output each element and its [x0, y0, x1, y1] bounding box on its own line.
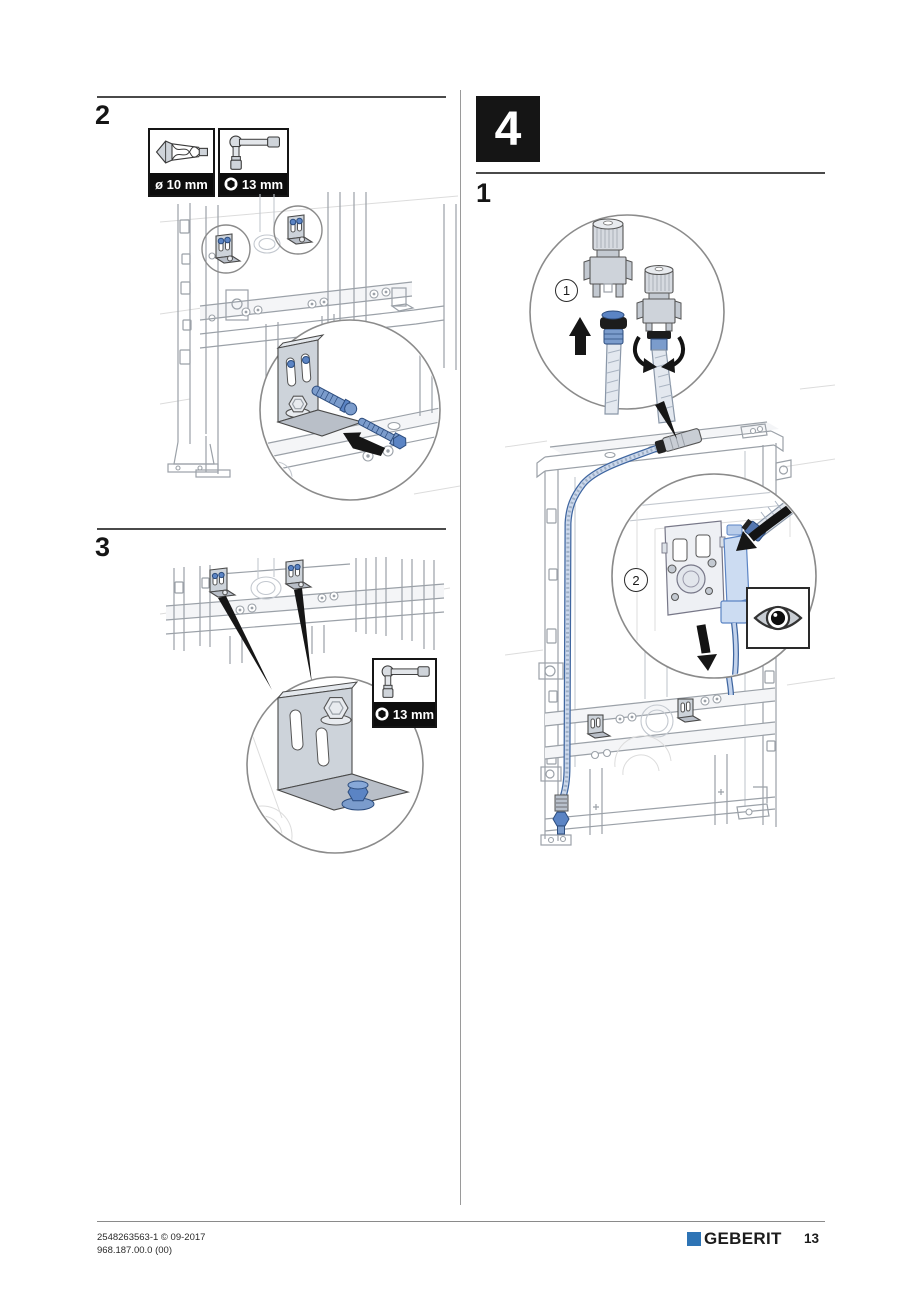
step2-rule: [97, 96, 446, 98]
frame-top-band: [165, 557, 445, 664]
step1-number: 1: [476, 178, 492, 208]
callout-2-number: 2: [632, 572, 640, 588]
footer-doc-line2: 968.187.00.0 (00): [97, 1244, 173, 1256]
socket-size-icon: [224, 177, 238, 191]
page-number: 13: [804, 1231, 820, 1246]
socket-size-icon: [375, 707, 389, 721]
footer-doc-info: 2548263563-1 © 09-2017 968.187.00.0 (00): [97, 1232, 205, 1257]
shutoff-valve-lower: [636, 264, 682, 351]
angle-bracket: [276, 334, 364, 437]
chapter-4-number: 4: [494, 102, 522, 156]
tool-socket-step2-text: 13 mm: [241, 176, 284, 192]
socket-wrench-icon: [374, 660, 435, 702]
shutoff-valve-upper: [583, 218, 633, 298]
socket-wrench-icon: [220, 130, 287, 173]
column-divider: [460, 90, 461, 1205]
hose-with-cap: [600, 310, 627, 415]
brand-name: GEBERIT: [704, 1229, 782, 1248]
tool-socket-box-step3: 13 mm: [372, 658, 437, 728]
tool-drill-label: ø 10 mm: [150, 173, 213, 195]
hose-frame-connector: [654, 428, 703, 454]
brand-square-icon: [687, 1232, 701, 1246]
callout-1-number: 1: [562, 283, 571, 298]
eye-icon: [753, 605, 803, 631]
chapter-4-box: 4: [476, 96, 540, 162]
observe-box: [746, 587, 810, 649]
detail-circle-step2: [259, 319, 441, 501]
footer-rule: [97, 1221, 825, 1222]
pointer-wedge-right: [294, 588, 312, 684]
callout-1: 1: [555, 279, 578, 302]
pointer-wedge-left: [218, 596, 272, 690]
wall-tile-lines: [505, 384, 835, 686]
brand-logo: GEBERIT: [687, 1229, 782, 1249]
step3-number: 3: [95, 532, 111, 562]
step3-rule: [97, 528, 446, 530]
tool-socket-step3-text: 13 mm: [392, 706, 435, 722]
highlight-circle-right-bracket: [273, 205, 323, 255]
route-down-arrow-icon: [696, 624, 717, 671]
hex-screw-blue-2: [357, 417, 407, 450]
cistern-inlet-assembly: [661, 520, 750, 676]
frame-bracket-left: [586, 714, 612, 739]
wall-bracket-left: [208, 567, 237, 598]
insert-arrow-icon: [343, 432, 386, 456]
figure-step2-install-frame: [160, 192, 460, 501]
chapter4-rule: [476, 172, 825, 174]
anchor-screw-blue-1: [311, 385, 358, 416]
footer-doc-line1: 2548263563-1 © 09-2017: [97, 1232, 206, 1243]
tool-drill-text: ø 10 mm: [155, 176, 208, 192]
pointer-wedge: [655, 401, 677, 439]
drill-bit-icon: [150, 130, 213, 173]
tool-socket-step2-label: 13 mm: [220, 173, 287, 195]
tool-drill-box: ø 10 mm: [148, 128, 215, 197]
route-curved-arrow-icon: [736, 503, 795, 551]
angle-bracket-large: [275, 681, 411, 811]
supply-hose-routed: [552, 428, 734, 835]
highlight-circle-left-bracket: [201, 224, 251, 274]
hose-end-fitting: [552, 794, 570, 835]
detail-circle-connect: [529, 214, 725, 439]
rotate-arrows-icon: [632, 335, 686, 373]
push-up-arrow-icon: [569, 317, 591, 355]
wall-bracket-right: [284, 559, 313, 590]
callout-2: 2: [624, 568, 648, 592]
figure-step1-water-connection: [505, 214, 835, 846]
tool-socket-step3-label: 13 mm: [374, 702, 435, 726]
frame-bracket-right: [676, 698, 702, 723]
step2-number: 2: [95, 100, 111, 130]
tool-socket-box-step2: 13 mm: [218, 128, 289, 197]
